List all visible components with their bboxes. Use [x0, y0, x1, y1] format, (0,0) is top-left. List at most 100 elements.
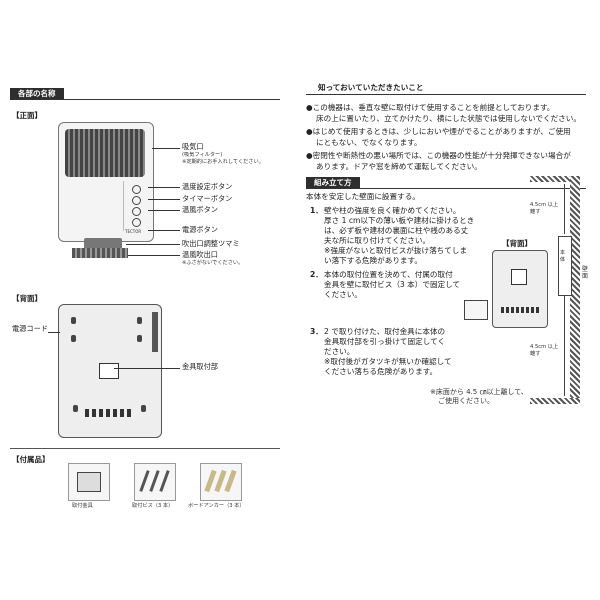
callout-line [148, 210, 180, 211]
bullet-3-line-1: ●密閉性や断熱性の悪い場所では、この機器の性能が十分発揮できない場合が [306, 151, 571, 160]
diagram-bracket-detail [464, 300, 488, 320]
warm-air-button[interactable] [132, 207, 141, 216]
step-3-line-4: ※取付後がガタツキが無いか確認して [324, 357, 452, 366]
header-rule [10, 99, 280, 100]
accessory-label-screws: 取付ビス（3 本） [132, 503, 174, 509]
callout-outlet-note: ※ふさがないでください。 [182, 260, 244, 266]
screw-hole [137, 317, 142, 324]
bullet-1-line-1: ●この機器は、垂直な壁に取付けて使用することを前提としております。 [306, 103, 555, 112]
bottom-gap-label: 4.5cm 以上 [530, 344, 559, 350]
power-button[interactable] [132, 218, 141, 227]
callout-knob: 吹出口調整ツマミ [182, 239, 240, 248]
diagram-vents [501, 307, 539, 313]
screws-image [134, 463, 176, 501]
step-1-line-4: 夫な所に取り付けてください。 [324, 236, 431, 245]
back-vents [85, 409, 133, 417]
accessories-rule [10, 448, 280, 449]
callout-bracket-part: 金具取付部 [182, 362, 218, 371]
bottom-gap-label-2: 離す [530, 351, 541, 357]
ceiling [530, 176, 570, 182]
top-gap-label-2: 離す [530, 209, 541, 215]
screw [159, 470, 170, 492]
callout-line [152, 148, 180, 149]
callout-power: 電源ボタン [182, 225, 218, 234]
step-1-line-6: い落下する危険があります。 [324, 256, 422, 265]
anchors-image [200, 463, 242, 501]
step-2-num: 2． [310, 270, 323, 279]
screw-hole [137, 335, 142, 342]
parts-name-header: 各部の名称 [10, 88, 64, 100]
callout-line [128, 255, 180, 256]
callout-line [148, 187, 180, 188]
bullet-2-line-1: ●はじめて使用するときは、少しにおいや煙がでることがありますが、ご使用 [306, 127, 571, 136]
bottom-gap-arrow [564, 296, 565, 396]
back-label: 【背面】 [12, 294, 42, 303]
outlet-knob [84, 238, 122, 250]
callout-warm: 温風ボタン [182, 205, 218, 214]
screw-hole [71, 335, 76, 342]
top-gap-arrow [564, 184, 565, 234]
brand-mark: TECTOR [125, 229, 142, 234]
diagram-back-label: 【背面】 [502, 239, 532, 248]
step-3-line-2: 金具取付部を引っ掛けて固定してく [324, 337, 446, 346]
floor-note-line-1: ※床面から 4.5 ㎝以上離して、 [430, 388, 528, 396]
callout-cord: 電源コード [12, 324, 48, 333]
diagram-heater-back [492, 250, 548, 328]
callout-intake: 吸気口 [182, 142, 204, 151]
step-3-line-1: 2 で取り付けた、取付金具に本体の [324, 327, 446, 336]
callout-intake-sub: (吸気フィルター) [182, 152, 223, 158]
body-label: 本体 [560, 250, 566, 263]
callout-line [148, 230, 180, 231]
step-1-num: 1． [310, 206, 323, 215]
front-label: 【正面】 [12, 111, 42, 120]
heater-front-illustration: TECTOR [58, 122, 154, 242]
screw-hole [73, 405, 78, 412]
callout-intake-note: ※定期的にお手入れしてください。 [182, 159, 264, 165]
step-3-line-5: ください落ちる危険があります。 [324, 367, 438, 376]
step-2-line-2: 金具を壁に取付ビス（3 本）で固定して [324, 280, 461, 289]
callout-timer: タイマーボタン [182, 194, 233, 203]
screw-hole [71, 317, 76, 324]
top-gap-label: 4.5cm 以上 [530, 202, 559, 208]
floor [530, 398, 580, 404]
control-panel [123, 181, 150, 231]
bullet-2-line-2: にともない、でなくなります。 [316, 138, 422, 147]
accessory-label-bracket: 取付金具 [72, 503, 93, 509]
step-1-line-3: は、必ず板や建材の裏面に柱や桟のある丈 [324, 226, 469, 235]
step-1-line-2: 厚さ 1 cm以下の薄い板や建材に掛けるとき [324, 216, 475, 225]
step-3-num: 3． [310, 327, 323, 336]
floor-note-line-2: ご使用ください。 [438, 397, 494, 405]
temp-button[interactable] [132, 185, 141, 194]
assembly-intro: 本体を安定した壁面に設置する。 [306, 192, 420, 201]
callout-line [126, 244, 180, 245]
title-rule [306, 94, 586, 95]
step-2-line-1: 本体の取付位置を決めて、付属の取付 [324, 270, 453, 279]
assembly-header: 組み立て方 [306, 177, 360, 189]
power-cord [152, 312, 158, 352]
notice-title: 知っておいていただきたいこと [318, 83, 424, 92]
bullet-3-line-2: あります。ドアや窓を締めて運転してください。 [316, 162, 482, 171]
assembly-rule [306, 188, 586, 189]
intake-grille [65, 129, 145, 177]
diagram-bracket [511, 269, 527, 285]
wall [570, 176, 580, 402]
heater-back-illustration [58, 304, 162, 438]
bracket-image [68, 463, 110, 501]
timer-button[interactable] [132, 196, 141, 205]
wall-label: 壁面 [582, 266, 589, 280]
callout-outlet: 温風吹出口 [182, 250, 218, 259]
step-2-line-3: ください。 [324, 290, 362, 299]
callout-temp: 温度設定ボタン [182, 182, 233, 191]
warm-air-outlet [72, 248, 128, 258]
step-1-line-1: 壁や柱の強度を良く確かめてください。 [324, 206, 461, 215]
bracket-plate [77, 472, 101, 492]
left-page: 各部の名称 【正面】 TECTOR 吸気口 (吸気フィルター) ※定期的にお手入… [10, 88, 280, 518]
step-1-line-5: ※強度がないと取付ビスが抜け落ちてしま [324, 246, 468, 255]
accessory-label-anchors: ボードアンカー（3 本） [188, 503, 245, 509]
right-page: 知っておいていただきたいこと ●この機器は、垂直な壁に取付けて使用することを前提… [304, 80, 594, 520]
screw-hole [141, 405, 146, 412]
body-side-view [558, 236, 572, 296]
bullet-1-line-2: 床の上に置いたり、立てかけたり、横にした状態では使用しないでください。 [316, 114, 581, 123]
step-3-line-3: ださい。 [324, 347, 355, 356]
screw [139, 470, 150, 492]
